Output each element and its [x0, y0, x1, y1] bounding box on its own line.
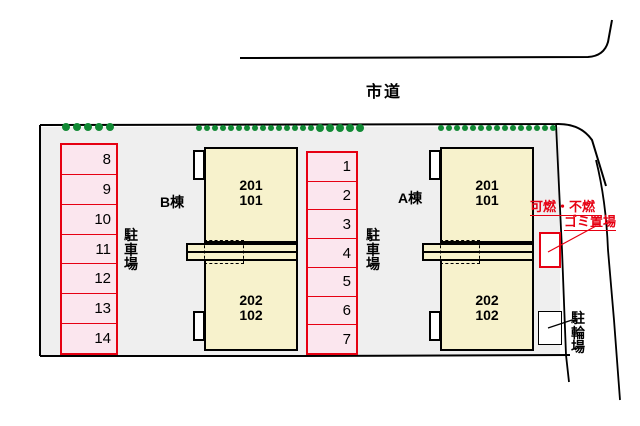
hedge-dot	[73, 123, 81, 131]
hedge-dot	[276, 125, 282, 131]
unit-number: 202	[239, 292, 263, 308]
hedge-east	[438, 125, 558, 137]
building-a-label: A棟	[398, 190, 423, 206]
hedge-dot	[534, 125, 540, 131]
hedge-dot	[212, 125, 218, 131]
building-b-lower-units: 202 102	[204, 292, 298, 324]
unit-number: 202	[475, 292, 499, 308]
hedge-dot	[84, 123, 92, 131]
hedge-dot	[62, 123, 70, 131]
garbage-station-box	[539, 232, 561, 268]
building-b-balcony-top	[193, 150, 205, 180]
parking-column-center: 1 2 3 4 5 6 7	[306, 151, 358, 355]
hedge-dot	[346, 124, 354, 132]
building-a-entrance-divider	[422, 251, 534, 253]
unit-number: 102	[239, 307, 263, 324]
parking-column-left: 8 9 10 11 12 13 14	[60, 143, 118, 355]
building-b-stair	[204, 240, 244, 264]
parking-stall[interactable]: 12	[62, 264, 116, 295]
hedge-dot	[326, 124, 334, 132]
hedge-dot	[228, 125, 234, 131]
hedge-dot	[502, 125, 508, 131]
hedge-dot	[356, 124, 364, 132]
hedge-dot	[268, 125, 274, 131]
hedge-dot	[470, 125, 476, 131]
hedge-dot	[316, 124, 324, 132]
parking-stall[interactable]: 13	[62, 294, 116, 325]
hedge-dot	[260, 125, 266, 131]
parking-stall[interactable]: 1	[308, 153, 356, 182]
hedge-dot	[542, 125, 548, 131]
parking-stall[interactable]: 4	[308, 239, 356, 268]
building-a-lower-units: 202 102	[440, 292, 534, 324]
garbage-label-line2: ゴミ置場	[564, 214, 617, 232]
hedge-dot	[510, 125, 516, 131]
hedge-dot	[204, 125, 210, 131]
parking-stall[interactable]: 3	[308, 210, 356, 240]
parking-stall[interactable]: 9	[62, 174, 116, 205]
road-label: 市道	[366, 84, 403, 101]
unit-number: 101	[239, 192, 263, 209]
building-b-balcony-bottom	[193, 311, 205, 341]
bicycle-parking-box	[538, 311, 562, 345]
unit-number: 201	[475, 177, 499, 193]
hedge-dot	[196, 125, 202, 131]
parking-stall[interactable]: 2	[308, 181, 356, 211]
parking-center-label: 駐 車 場	[366, 227, 380, 273]
hedge-dot	[438, 125, 444, 131]
building-b-entrance-divider	[186, 251, 298, 253]
hedge-dot	[550, 125, 556, 131]
hedge-dot	[478, 125, 484, 131]
hedge-dot	[220, 125, 226, 131]
building-a-balcony-bottom	[429, 311, 441, 341]
parking-stall[interactable]: 5	[308, 267, 356, 297]
parking-stall[interactable]: 11	[62, 234, 116, 265]
hedge-dot	[308, 125, 314, 131]
hedge-dot	[252, 125, 258, 131]
hedge-dot	[95, 123, 103, 131]
hedge-dot	[244, 125, 250, 131]
garbage-label-line1: 可燃・不燃	[530, 199, 596, 217]
hedge-dot	[292, 125, 298, 131]
hedge-dot	[446, 125, 452, 131]
building-a-lower	[440, 252, 534, 351]
building-a-balcony-top	[429, 150, 441, 180]
hedge-dot	[462, 125, 468, 131]
hedge-dot	[336, 124, 344, 132]
hedge-dot	[284, 125, 290, 131]
hedge-west	[62, 123, 122, 135]
parking-stall[interactable]: 6	[308, 296, 356, 326]
hedge-dot	[494, 125, 500, 131]
building-b-label: B棟	[160, 194, 185, 210]
hedge-dot	[486, 125, 492, 131]
bicycle-parking-label: 駐 輪 場	[571, 310, 585, 356]
building-a-stair	[440, 240, 480, 264]
building-b-upper-units: 201 101	[204, 177, 298, 209]
unit-number: 101	[475, 192, 499, 209]
parking-stall[interactable]: 10	[62, 204, 116, 235]
parking-stall[interactable]: 14	[62, 324, 116, 354]
hedge-dot	[518, 125, 524, 131]
hedge-dot	[106, 123, 114, 131]
parking-left-label: 駐 車 場	[124, 227, 138, 273]
unit-number: 102	[475, 307, 499, 324]
unit-number: 201	[239, 177, 263, 193]
hedge-middle	[196, 124, 366, 136]
hedge-dot	[526, 125, 532, 131]
building-a-upper	[440, 147, 534, 243]
building-b-upper	[204, 147, 298, 243]
hedge-dot	[300, 125, 306, 131]
parking-stall[interactable]: 8	[62, 145, 116, 175]
hedge-dot	[236, 125, 242, 131]
hedge-dot	[454, 125, 460, 131]
building-a-upper-units: 201 101	[440, 177, 534, 209]
parking-stall[interactable]: 7	[308, 325, 356, 354]
